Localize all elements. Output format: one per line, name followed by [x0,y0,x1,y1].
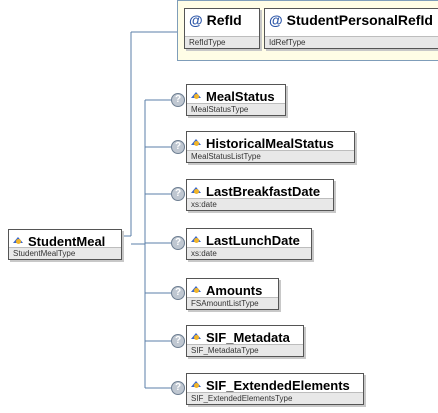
element-sif-metadata[interactable]: SIF_Metadata SIF_MetadataType [186,325,304,357]
element-type: MealStatusType [187,103,285,115]
element-name: SIF_Metadata [206,329,290,345]
optional-question-icon: ? [171,140,185,154]
element-icon [191,380,202,388]
optional-question-icon: ? [171,381,185,395]
attribute-studentpersonalrefid[interactable]: @ StudentPersonalRefId IdRefType [264,8,438,49]
attribute-refid[interactable]: @ RefId RefIdType [184,8,260,49]
optional-question-icon: ? [171,93,185,107]
optional-question-icon: ? [171,187,185,201]
element-type: SIF_MetadataType [187,344,303,356]
element-name: MealStatus [206,88,275,104]
element-icon [191,91,202,99]
attribute-name: StudentPersonalRefId [286,12,433,28]
element-icon [191,332,202,340]
element-name: LastBreakfastDate [206,183,321,199]
attribute-type: RefIdType [185,36,259,48]
attribute-name: RefId [206,12,242,28]
element-sif-extendedelements[interactable]: SIF_ExtendedElements SIF_ExtendedElement… [186,373,364,405]
element-icon [191,235,202,243]
attribute-group: @ RefId RefIdType @ StudentPersonalRefId… [177,0,438,61]
element-mealstatus[interactable]: MealStatus MealStatusType [186,84,286,116]
element-amounts[interactable]: Amounts FSAmountListType [186,278,279,310]
element-icon [191,285,202,293]
element-icon [191,186,202,194]
element-name: LastLunchDate [206,232,300,248]
element-lastlunchdate[interactable]: LastLunchDate xs:date [186,228,312,260]
element-type: MealStatusListType [187,150,354,162]
element-name: Amounts [206,282,263,298]
optional-question-icon: ? [171,286,185,300]
optional-question-icon: ? [171,236,185,250]
element-name: SIF_ExtendedElements [206,377,350,393]
element-name: StudentMeal [28,233,106,249]
element-historicalmealstatus[interactable]: HistoricalMealStatus MealStatusListType [186,131,355,163]
root-element-studentmeal[interactable]: StudentMeal StudentMealType [8,229,122,260]
element-icon [13,236,24,244]
element-type: FSAmountListType [187,297,278,309]
attribute-at-icon: @ [189,12,203,28]
element-icon [191,138,202,146]
attribute-at-icon: @ [269,12,283,28]
element-type: xs:date [187,247,311,259]
element-type: SIF_ExtendedElementsType [187,392,363,404]
element-type: StudentMealType [9,247,121,259]
element-name: HistoricalMealStatus [206,135,334,151]
attribute-type: IdRefType [265,36,438,48]
optional-question-icon: ? [171,334,185,348]
element-type: xs:date [187,198,333,210]
element-lastbreakfastdate[interactable]: LastBreakfastDate xs:date [186,179,334,211]
